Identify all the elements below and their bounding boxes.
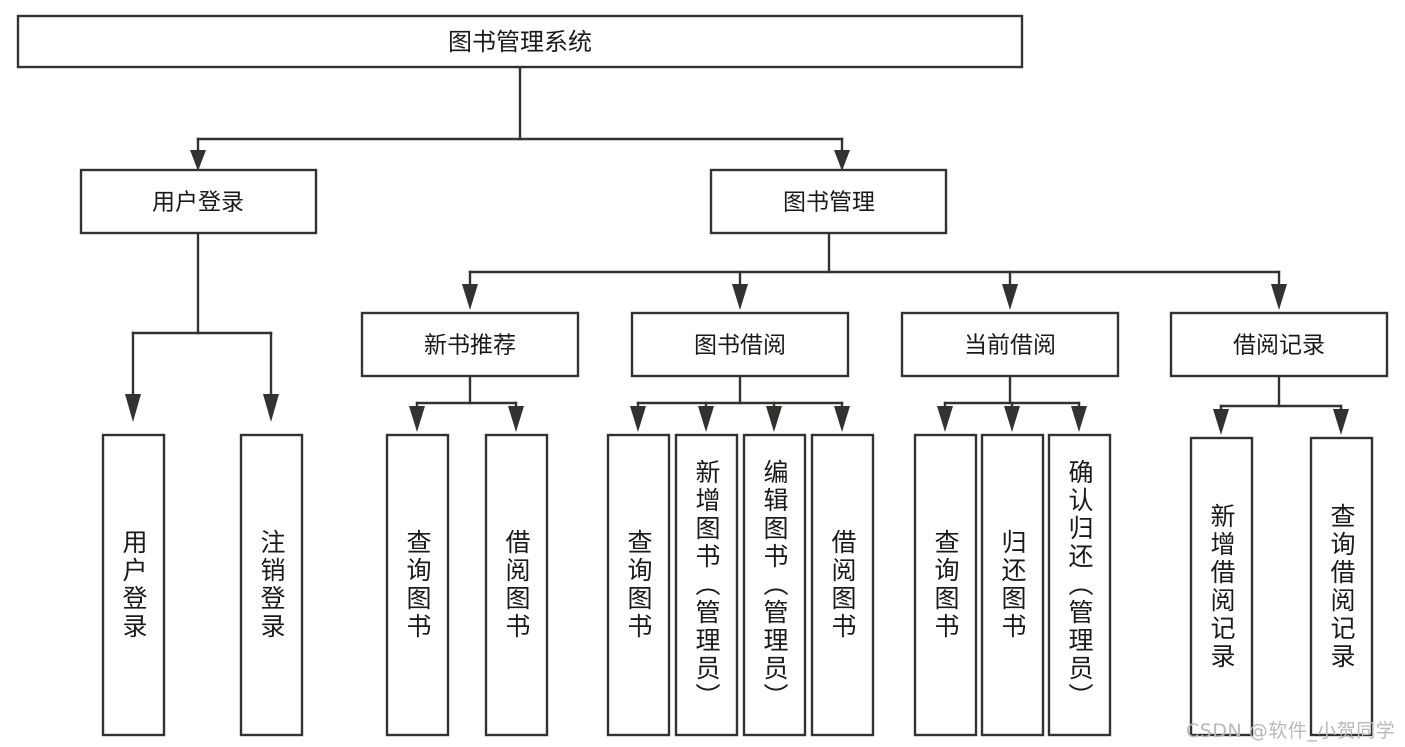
node-root[interactable]: 图书管理系统 <box>16 14 1024 69</box>
leaf-node-confirm-return[interactable] <box>1047 433 1112 737</box>
leaf-node-borrow-book-2[interactable] <box>810 433 875 737</box>
node-new-book-rec-label: 新书推荐 <box>424 333 516 359</box>
watermark-text: CSDN @软件_小贺同学 <box>1186 720 1396 742</box>
node-book-borrow-label: 图书借阅 <box>694 333 786 359</box>
leaf-node-return-book[interactable] <box>980 433 1045 737</box>
leaf-node-query-book-3[interactable] <box>913 433 978 737</box>
leaf-node-borrow-book-1[interactable] <box>484 433 549 737</box>
leaf-node-logout[interactable] <box>239 433 304 737</box>
node-book-manage-label: 图书管理 <box>783 190 875 216</box>
leaf-node-query-book-2[interactable] <box>606 433 671 737</box>
connector-newbook-to-leaves <box>409 374 524 432</box>
node-borrow-record[interactable]: 借阅记录 <box>1169 311 1389 378</box>
node-current-borrow-label: 当前借阅 <box>964 333 1056 359</box>
connector-userlogin-to-leaves <box>125 231 279 422</box>
leaf-node-query-book-1[interactable] <box>385 433 450 737</box>
node-book-borrow[interactable]: 图书借阅 <box>630 311 850 378</box>
leaf-node-add-record[interactable] <box>1189 436 1254 737</box>
connector-currentborrow-to-leaves <box>937 374 1087 432</box>
leaf-node-user-login[interactable] <box>101 433 166 737</box>
connector-borrowrecord-to-leaves <box>1213 374 1349 435</box>
leaf-node-query-record[interactable] <box>1309 436 1374 737</box>
connector-bookborrow-to-leaves <box>630 374 850 432</box>
node-root-label: 图书管理系统 <box>448 28 592 56</box>
node-current-borrow[interactable]: 当前借阅 <box>900 311 1120 378</box>
node-book-manage[interactable]: 图书管理 <box>709 168 948 235</box>
node-new-book-rec[interactable]: 新书推荐 <box>360 311 580 378</box>
node-user-login-label: 用户登录 <box>152 190 244 216</box>
node-borrow-record-label: 借阅记录 <box>1233 333 1325 359</box>
leaf-node-edit-book[interactable] <box>742 433 807 737</box>
connector-root-to-level1 <box>190 65 850 171</box>
connector-bookmanage-to-level2 <box>462 231 1287 310</box>
node-user-login[interactable]: 用户登录 <box>79 168 318 235</box>
leaf-node-add-book[interactable] <box>674 433 739 737</box>
